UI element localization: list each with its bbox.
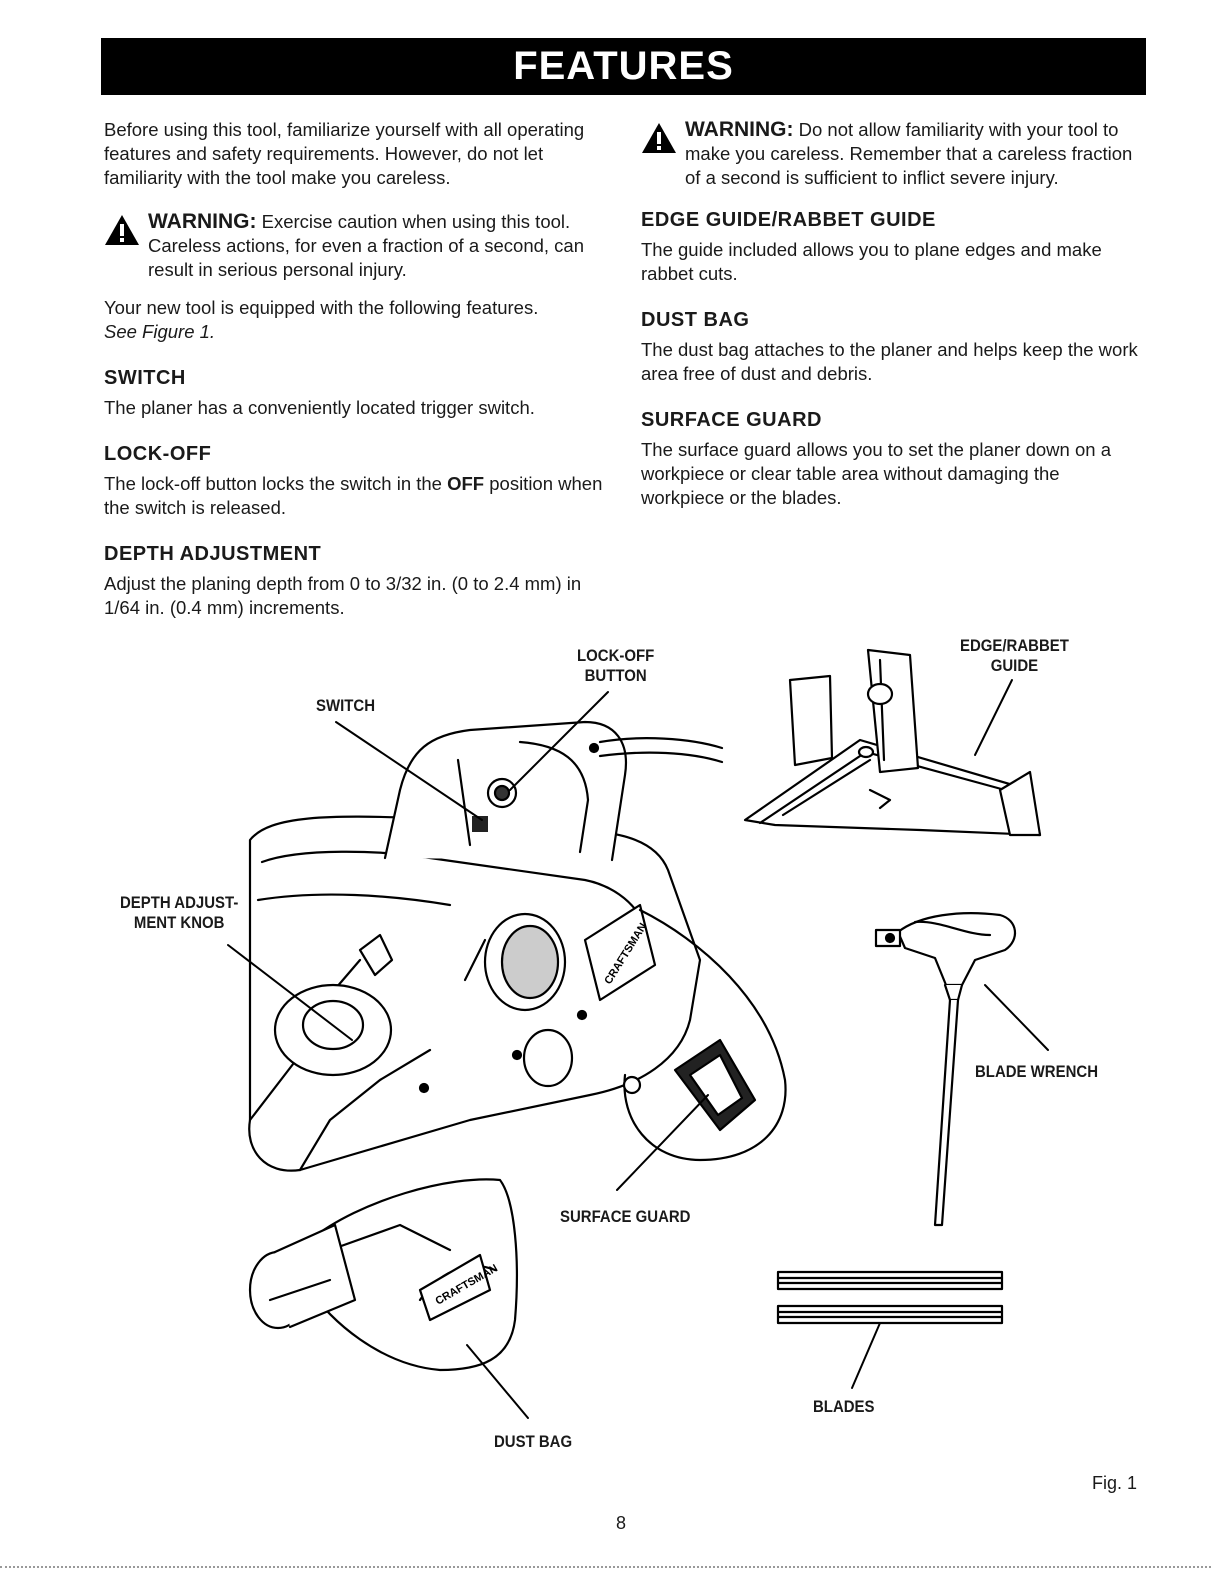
- page-title: FEATURES: [513, 44, 734, 88]
- depth-adjustment-body: Adjust the planing depth from 0 to 3/32 …: [104, 573, 582, 618]
- features-banner: FEATURES: [101, 38, 1146, 95]
- warning-block-right: WARNING: Do not allow familiarity with y…: [641, 118, 1146, 190]
- leader-lines: [227, 679, 1049, 1419]
- dust-bag-body: The dust bag attaches to the planer and …: [641, 339, 1138, 384]
- page-number: 8: [616, 1513, 627, 1533]
- see-figure-ref: See Figure 1.: [104, 321, 216, 342]
- heading-lock-off: LOCK-OFF: [104, 443, 212, 465]
- callout-switch: SWITCH: [316, 696, 376, 715]
- surface-guard-detail: [622, 908, 787, 1162]
- heading-dust-bag: DUST BAG: [641, 309, 750, 331]
- planer-figure: CRAFTSMAN CRAFTSMAN: [227, 648, 1049, 1419]
- callout-blade-wrench: BLADE WRENCH: [975, 1062, 1099, 1081]
- surface-guard-body: The surface guard allows you to set the …: [641, 439, 1111, 508]
- figure-label: Fig. 1: [1092, 1473, 1138, 1493]
- heading-switch: SWITCH: [104, 367, 186, 389]
- edge-guide-body: The guide included allows you to plane e…: [641, 239, 1102, 284]
- dust-bag-illustration: CRAFTSMAN: [248, 1178, 518, 1372]
- callout-surface-guard: SURFACE GUARD: [560, 1207, 691, 1226]
- intro-text: Before using this tool, familiarize your…: [104, 119, 585, 188]
- bottom-divider: [0, 1566, 1211, 1570]
- warning-text-right: WARNING: Do not allow familiarity with y…: [685, 118, 1133, 188]
- warning-triangle-icon: [642, 123, 676, 153]
- lock-off-body: The lock-off button locks the switch in …: [104, 473, 603, 518]
- callout-edge-rabbet-guide: EDGE/RABBET GUIDE: [960, 636, 1069, 675]
- edge-guide-illustration: [743, 648, 1042, 837]
- warning-triangle-icon: [105, 215, 139, 245]
- callout-depth-adjustment-knob: DEPTH ADJUST- MENT KNOB: [120, 893, 239, 932]
- heading-depth-adjustment: DEPTH ADJUSTMENT: [104, 543, 322, 565]
- heading-edge-guide: EDGE GUIDE/RABBET GUIDE: [641, 209, 936, 231]
- blades-illustration: [776, 1270, 1004, 1325]
- callout-dust-bag: DUST BAG: [494, 1432, 573, 1451]
- heading-surface-guard: SURFACE GUARD: [641, 409, 822, 431]
- warning-label: WARNING:: [685, 118, 794, 141]
- equipped-text: Your new tool is equipped with the follo…: [104, 297, 539, 318]
- warning-label: WARNING:: [148, 210, 257, 233]
- left-column: Before using this tool, familiarize your…: [104, 118, 614, 620]
- callout-blades: BLADES: [813, 1397, 875, 1416]
- switch-body: The planer has a conveniently located tr…: [104, 397, 535, 418]
- blade-wrench-illustration: [874, 912, 1016, 1227]
- right-column: WARNING: Do not allow familiarity with y…: [641, 118, 1146, 510]
- warning-block-left: WARNING: Exercise caution when using thi…: [104, 210, 614, 282]
- callout-lock-off-button: LOCK-OFF BUTTON: [577, 646, 655, 685]
- planer-illustration: CRAFTSMAN: [248, 720, 724, 1172]
- warning-text-left: WARNING: Exercise caution when using thi…: [148, 210, 585, 280]
